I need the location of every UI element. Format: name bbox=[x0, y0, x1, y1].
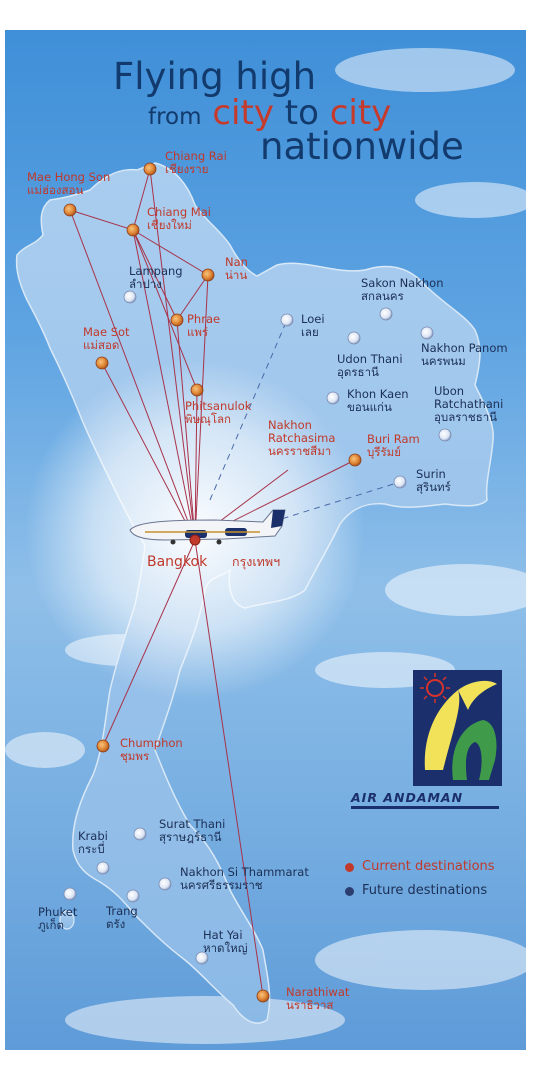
title-word-from: from bbox=[148, 104, 202, 130]
dot-narathiwat bbox=[256, 989, 270, 1003]
route-chiang-mai-phitsanulok bbox=[132, 229, 198, 391]
dot-chiang-rai bbox=[143, 162, 157, 176]
dot-loei bbox=[280, 313, 294, 327]
route-mae-hong-son bbox=[69, 209, 196, 541]
route-phrae bbox=[176, 319, 196, 541]
label-bangkok-en: Bangkok bbox=[147, 554, 208, 570]
title-word-to: to bbox=[284, 93, 319, 133]
dot-trang bbox=[126, 889, 140, 903]
current-dot-icon bbox=[345, 862, 354, 872]
dot-surin bbox=[393, 475, 407, 489]
dot-mae-hong-son bbox=[63, 203, 77, 217]
future-routes bbox=[209, 319, 401, 536]
route-narathiwat bbox=[194, 539, 264, 997]
airplane-icon bbox=[129, 509, 286, 545]
dot-phrae bbox=[170, 313, 184, 327]
title-line-1: Flying high bbox=[113, 55, 317, 98]
brand-name: AIR ANDAMAN bbox=[351, 790, 464, 805]
current-routes bbox=[69, 168, 356, 997]
dot-sakon-nakhon bbox=[379, 307, 393, 321]
brand-underline bbox=[351, 806, 499, 809]
title-word-city-1: city bbox=[212, 93, 274, 133]
dot-krabi bbox=[96, 861, 110, 875]
clouds bbox=[5, 48, 526, 1044]
dot-chiang-mai bbox=[126, 223, 140, 237]
dot-phitsanulok bbox=[190, 383, 204, 397]
title-line-2: from city to city bbox=[148, 96, 391, 130]
air-andaman-logo bbox=[413, 670, 502, 786]
dot-chumphon bbox=[96, 739, 110, 753]
title-line-3: nationwide bbox=[260, 125, 464, 168]
route-chiang-mai-mae-hong-son bbox=[69, 209, 134, 231]
dot-bangkok bbox=[189, 534, 201, 546]
route-mae-sot bbox=[101, 362, 196, 541]
legend-current: Current destinations bbox=[345, 855, 495, 879]
dot-nan bbox=[201, 268, 215, 282]
dot-udon-thani bbox=[347, 331, 361, 345]
route-nan bbox=[194, 274, 209, 541]
dot-buri-ram bbox=[348, 453, 362, 467]
dot-khon-kaen bbox=[326, 391, 340, 405]
label-bangkok-th: กรุงเทพฯ bbox=[232, 554, 281, 569]
dot-phuket bbox=[63, 887, 77, 901]
future-city-dots bbox=[63, 290, 452, 965]
route-chumphon bbox=[102, 539, 196, 747]
dot-nakhon-panom bbox=[420, 326, 434, 340]
future-dot-icon bbox=[345, 886, 354, 896]
title-word-city-2: city bbox=[329, 93, 392, 133]
route-chiang-mai-chiang-rai bbox=[132, 168, 151, 231]
dot-nakhon-si-thammarat bbox=[158, 877, 172, 891]
route-phitsanulok bbox=[194, 389, 198, 541]
dot-surat-thani bbox=[133, 827, 147, 841]
route-phrae-nan bbox=[176, 274, 209, 321]
route-map-poster: Flying high from city to city nationwide… bbox=[5, 30, 526, 1050]
legend-future: Future destinations bbox=[345, 879, 495, 903]
thailand-map bbox=[5, 48, 526, 1044]
route-surin bbox=[229, 481, 401, 536]
dot-lampang bbox=[123, 290, 137, 304]
dot-hat-yai bbox=[195, 951, 209, 965]
legend-current-label: Current destinations bbox=[362, 859, 495, 874]
current-city-dots bbox=[63, 162, 362, 1003]
route-chiang-rai bbox=[149, 168, 196, 541]
route-chiang-mai bbox=[132, 229, 196, 541]
dot-ubon bbox=[438, 428, 452, 442]
phuket-island bbox=[59, 910, 75, 930]
dot-mae-sot bbox=[95, 356, 109, 370]
route-chiang-mai-phrae bbox=[132, 229, 178, 321]
route-chiang-mai-nan bbox=[132, 229, 209, 276]
legend: Current destinations Future destinations bbox=[345, 855, 495, 903]
legend-future-label: Future destinations bbox=[362, 883, 488, 898]
